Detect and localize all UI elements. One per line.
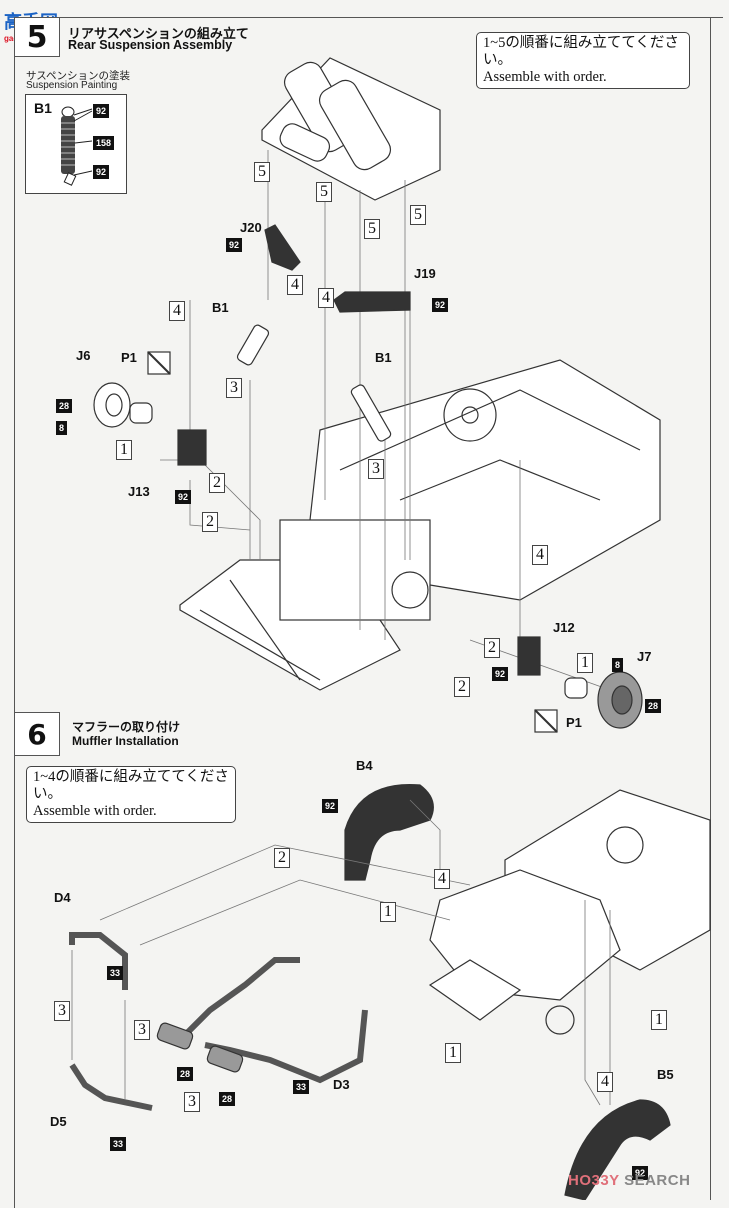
step-5-title-en: Rear Suspension Assembly: [68, 38, 233, 52]
engine-block-drawing: [261, 57, 441, 201]
part-label-d4: D4: [54, 890, 71, 905]
guide-lines-step5: [160, 150, 611, 691]
order-marker-3: 3: [226, 378, 242, 398]
part-label-p1-right: P1: [566, 715, 582, 730]
step-5-number-text: 5: [26, 19, 48, 55]
part-label-j12: J12: [553, 620, 575, 635]
order-marker-2: 2: [209, 473, 225, 493]
part-label-b4: B4: [356, 758, 373, 773]
order-marker-4: 4: [169, 301, 185, 321]
step-5-note-jp: 1~5の順番に組み立ててください。: [483, 35, 679, 68]
watermark-brand-prefix: HO33Y: [568, 1172, 620, 1189]
order-marker-5: 5: [410, 205, 426, 225]
order-marker-1: 1: [445, 1043, 461, 1063]
watermark: HO33Y SEARCH: [568, 1172, 690, 1189]
order-marker-3: 3: [184, 1092, 200, 1112]
painting-part-label: B1: [34, 100, 52, 116]
page-frame: [14, 17, 723, 1208]
shock-absorber-icon: [61, 106, 93, 186]
muffler-parts: [156, 1022, 244, 1073]
step-6-number-text: 6: [27, 717, 47, 751]
part-label-b1-right: B1: [375, 350, 392, 365]
step-6-note-jp: 1~4の順番に組み立ててください。: [33, 769, 229, 802]
guide-lines-step6: [71, 799, 611, 1106]
part-label-b5: B5: [657, 1067, 674, 1082]
paint-code-158: 158: [93, 136, 115, 150]
painting-title-en: Suspension Painting: [26, 80, 118, 91]
paint-code-j20: 92: [226, 238, 243, 252]
fender-b5-drawing: [564, 1099, 671, 1200]
a-arm-parts: [264, 224, 411, 313]
order-marker-2: 2: [454, 677, 470, 697]
order-marker-5: 5: [364, 219, 380, 239]
watermark-brand-suffix: SEARCH: [619, 1172, 691, 1189]
step-6-note-en: Assemble with order.: [33, 803, 157, 819]
step-5-order-note: 1~5の順番に組み立ててください。 Assemble with order.: [476, 32, 690, 89]
step-5-note-en: Assemble with order.: [483, 69, 607, 85]
shock-parts: [236, 324, 392, 442]
order-marker-4: 4: [532, 545, 548, 565]
part-label-j20: J20: [240, 220, 262, 235]
paint-code-92-bottom: 92: [93, 165, 110, 179]
order-marker-1: 1: [116, 440, 132, 460]
paint-code-d5: 33: [110, 1137, 127, 1151]
exhaust-pipes: [69, 932, 368, 1111]
step-5-number: 5: [14, 17, 60, 57]
paint-code-j7-28: 28: [645, 699, 662, 713]
order-marker-1: 1: [651, 1010, 667, 1030]
paint-code-j6-8: 8: [56, 421, 68, 435]
part-label-d3: D3: [333, 1077, 350, 1092]
paint-code-b5: 92: [632, 1166, 649, 1180]
order-marker-3: 3: [368, 459, 384, 479]
paint-code-j19: 92: [432, 298, 449, 312]
step-6-order-note: 1~4の順番に組み立ててください。 Assemble with order.: [26, 766, 236, 823]
part-label-j6: J6: [76, 348, 91, 363]
order-marker-3: 3: [134, 1020, 150, 1040]
order-marker-2: 2: [274, 848, 290, 868]
part-label-j13: J13: [128, 484, 150, 499]
part-label-b1-left: B1: [212, 300, 229, 315]
part-label-j19: J19: [414, 266, 436, 281]
car-rear-drawing: [428, 789, 711, 1035]
step-6-title-en: Muffler Installation: [72, 734, 179, 748]
paint-code-j12: 92: [492, 667, 509, 681]
paint-code-j6-28: 28: [56, 399, 73, 413]
paint-code-muffler-b: 28: [219, 1092, 236, 1106]
paint-code-92-top: 92: [93, 104, 110, 118]
step-5-title-jp: リアサスペンションの組み立て: [68, 27, 249, 42]
paint-code-d4: 33: [107, 966, 124, 980]
paint-code-j13: 92: [175, 490, 192, 504]
order-marker-1: 1: [577, 653, 593, 673]
step-6-title-jp: マフラーの取り付け: [72, 720, 181, 734]
paint-code-d3: 33: [293, 1080, 310, 1094]
order-marker-3: 3: [54, 1001, 70, 1021]
part-label-j7: J7: [637, 649, 652, 664]
order-marker-4: 4: [597, 1072, 613, 1092]
hub-parts-left: [93, 382, 207, 466]
order-marker-4: 4: [287, 275, 303, 295]
order-marker-4: 4: [434, 869, 450, 889]
painting-title-jp: サスペンションの塗装: [26, 70, 131, 82]
order-marker-2: 2: [202, 512, 218, 532]
painting-box: B1 92 158 92: [25, 94, 127, 194]
order-marker-4: 4: [318, 288, 334, 308]
hub-parts-right: [517, 636, 643, 729]
part-label-p1-left: P1: [121, 350, 137, 365]
chassis-drawing: [179, 359, 661, 691]
paint-code-j7-8: 8: [612, 658, 624, 672]
order-marker-5: 5: [254, 162, 270, 182]
order-marker-2: 2: [484, 638, 500, 658]
no-glue-icon: [147, 351, 558, 733]
order-marker-1: 1: [380, 902, 396, 922]
fender-b4-drawing: [344, 783, 434, 881]
paint-code-muffler-a: 28: [177, 1067, 194, 1081]
order-marker-5: 5: [316, 182, 332, 202]
page-frame-right: [710, 17, 711, 1200]
paint-code-b4: 92: [322, 799, 339, 813]
step-6-number: 6: [14, 712, 60, 756]
part-label-d5: D5: [50, 1114, 67, 1129]
